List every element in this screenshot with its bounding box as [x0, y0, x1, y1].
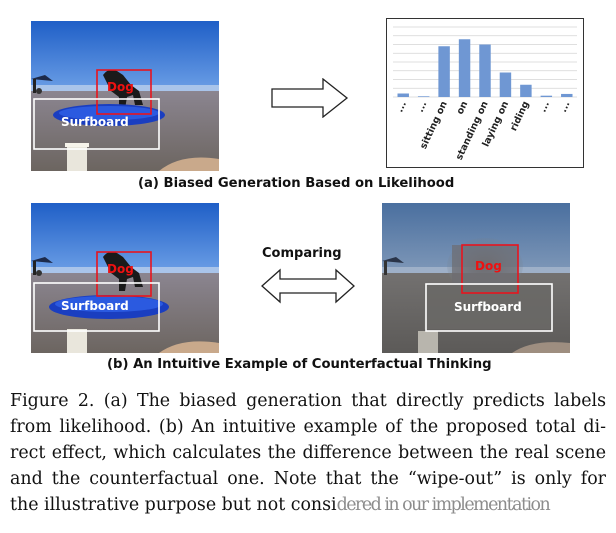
chart-tick-label: on	[455, 99, 471, 116]
right-arrow-icon	[271, 78, 349, 118]
caption-line-4: and the counterfactual one. Note that th…	[10, 469, 606, 489]
chart-tick-label: riding	[508, 100, 531, 133]
beach-photo-b-real: Dog Surfboard	[31, 203, 219, 353]
chart-tick-label: ...	[394, 100, 409, 114]
chart-bar	[540, 95, 553, 97]
surfboard-label-real: Surfboard	[61, 299, 129, 313]
chart-bar	[499, 72, 512, 97]
caption-line-5-visible: the illustrative purpose but not consi	[10, 495, 337, 515]
chart-bar	[417, 96, 430, 97]
caption-line-5-faded: dered in our implementation	[336, 495, 551, 515]
beach-photo-b-counterfactual: Dog Surfboard	[382, 203, 570, 353]
chart-bar	[397, 93, 409, 97]
panel-b-caption: (b) An Intuitive Example of Counterfactu…	[107, 357, 492, 372]
double-arrow-icon	[261, 268, 355, 304]
chart-bar	[479, 44, 491, 97]
dog-label: Dog	[107, 80, 134, 94]
caption-line-1: Figure 2. (a) The biased generation that…	[10, 391, 606, 411]
comparing-label: Comparing	[262, 246, 342, 261]
panel-a-caption: (a) Biased Generation Based on Likelihoo…	[138, 176, 455, 191]
chart-tick-label: ...	[538, 100, 553, 114]
chart-bar	[520, 84, 532, 97]
surfboard-label: Surfboard	[61, 115, 129, 129]
chart-bar	[458, 39, 471, 97]
caption-line-2: from likelihood. (b) An intuitive exampl…	[10, 417, 606, 437]
chart-tick-label: ...	[415, 100, 430, 114]
caption-line-3: rect effect, which calculates the differ…	[10, 443, 606, 463]
chart-bar	[561, 93, 573, 97]
dog-label-counterfactual: Dog	[475, 259, 502, 273]
figure-caption: Figure 2. (a) The biased generation that…	[10, 388, 606, 518]
beach-photo-a: Dog Surfboard	[31, 21, 219, 171]
dog-label-real: Dog	[107, 262, 134, 276]
surfboard-label-counterfactual: Surfboard	[454, 300, 522, 314]
chart-tick-label: ...	[558, 100, 573, 114]
chart-bar	[438, 46, 450, 97]
caption-line-5: the illustrative purpose but not conside…	[10, 492, 606, 518]
